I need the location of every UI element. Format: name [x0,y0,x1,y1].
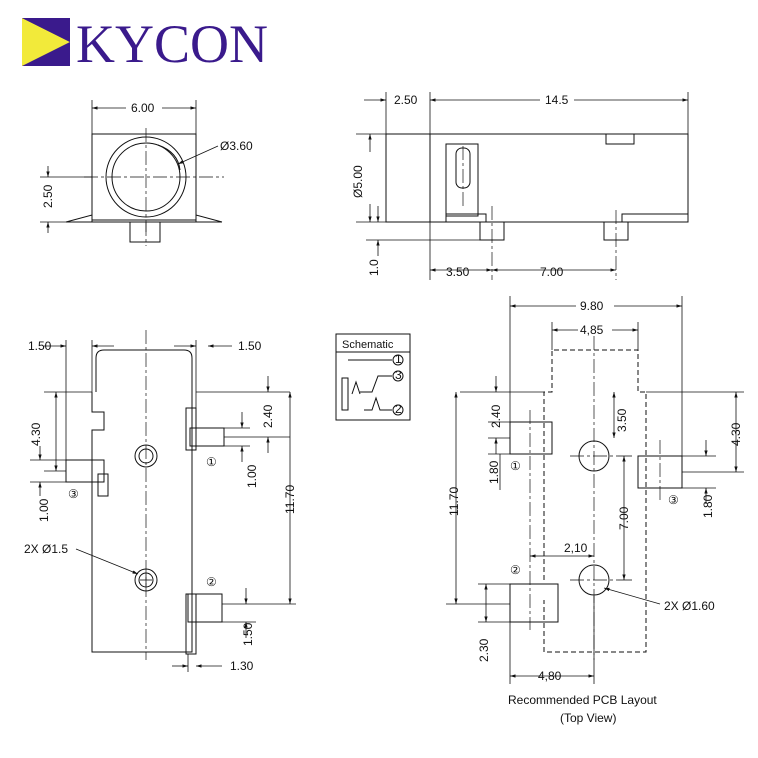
bottom-pin-1: ① [206,455,217,469]
pcb-d9-label: 7.00 [617,506,631,530]
bottom-holes-label: 2X Ø1.5 [24,542,68,556]
bottom-d2-label: 1.50 [238,339,262,353]
bottom-pin-2: ② [206,575,217,589]
bottom-d6-label: 1.00 [37,498,51,522]
front-hole-label: Ø3.60 [220,139,253,153]
front-view: 6.00 Ø3.60 2.50 [40,100,253,246]
bottom-d3-label: 4.30 [29,422,43,446]
pcb-holes-label: 2X Ø1.60 [664,599,715,613]
bottom-d4-label: 2.40 [261,404,275,428]
side-d5-label: 7.00 [540,265,564,279]
svg-text:2: 2 [395,402,402,416]
pcb-caption-1: Recommended PCB Layout [508,693,657,707]
bottom-view: 1.50 1.50 4.30 2.40 1.00 1.00 11.70 1.50… [24,330,297,673]
pcb-d11-label: 2.30 [477,638,491,662]
pcb-caption-2: (Top View) [560,711,616,725]
kycon-logo: KYCON [22,14,268,74]
side-d4-label: 3.50 [446,265,470,279]
bottom-pin-3: ③ [68,487,79,501]
bottom-d9-label: 1.30 [230,659,254,673]
svg-text:3: 3 [395,368,402,382]
logo-triangle [22,18,70,66]
pcb-d1-label: 9.80 [580,299,604,313]
pcb-d12-label: 4,80 [538,669,562,683]
pcb-d4-label: 3.50 [615,408,629,432]
bottom-d8-label: 1.50 [241,622,255,646]
pcb-d8-label: 11.70 [447,487,461,516]
svg-text:1: 1 [395,352,402,366]
pcb-d2-label: 4,85 [580,323,604,337]
pcb-d5-label: 4.30 [729,422,743,446]
pcb-d3-label: 2.40 [489,404,503,428]
pcb-d10-label: 2,10 [564,541,588,555]
side-dia-label: Ø5.00 [351,165,365,198]
pcb-pin-2: ② [510,563,521,577]
side-view: 2.50 14.5 Ø5.00 1.0 3.50 7.00 [351,92,689,280]
side-d3-label: 1.0 [367,259,381,276]
bottom-d7-label: 11.70 [283,485,297,514]
pcb-view: 9.80 4,85 2.40 3.50 4.30 1.80 1.80 11.70… [446,296,744,725]
pcb-d7-label: 1.80 [701,494,715,518]
schematic-box: Schematic 1 3 2 [335,333,411,421]
front-height-label: 2.50 [41,184,55,208]
logo-text: KYCON [76,14,268,74]
schematic-title: Schematic [342,339,394,351]
pcb-pin-3: ③ [668,493,679,507]
front-width-label: 6.00 [131,101,155,115]
bottom-d5-label: 1.00 [245,464,259,488]
pcb-d6-label: 1.80 [487,460,501,484]
side-d2-label: 14.5 [545,93,569,107]
bottom-d1-label: 1.50 [28,339,52,353]
side-d1-label: 2.50 [394,93,418,107]
pcb-pin-1: ① [510,459,521,473]
